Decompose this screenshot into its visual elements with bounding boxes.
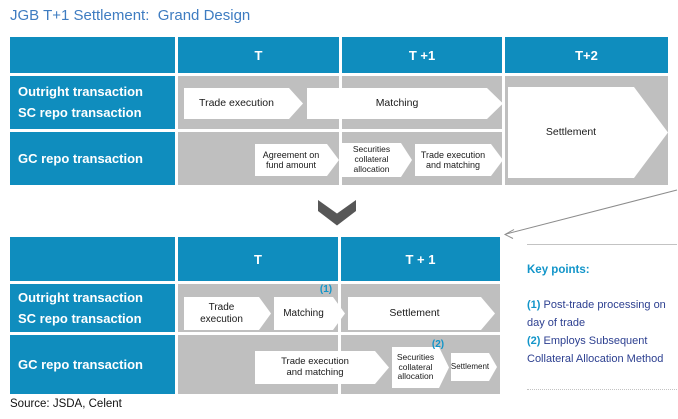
down-chevron-icon xyxy=(318,200,356,226)
before-arrow-matching: Matching xyxy=(307,88,503,119)
keypoints-top-divider xyxy=(527,244,677,245)
before-row-gc-label: GC repo transaction xyxy=(10,132,175,185)
after-header-t: T xyxy=(178,237,338,281)
before-row-gc-line1: GC repo transaction xyxy=(18,150,143,166)
after-row-gc-label: GC repo transaction xyxy=(10,335,175,394)
after-row-outright-line1: Outright transaction xyxy=(18,289,143,305)
before-arrow-securities-collateral-allocation: Securities collateral allocation xyxy=(342,143,412,177)
keypoint-item-1: (1) Post-trade processing on day of trad… xyxy=(527,296,677,332)
after-header-t1: T + 1 xyxy=(341,237,500,281)
before-header-t: T xyxy=(178,37,339,73)
before-header-t1: T +1 xyxy=(342,37,502,73)
before-header-label-cell xyxy=(10,37,175,73)
after-row-outright-label: Outright transaction SC repo transaction xyxy=(10,284,175,332)
before-row-outright-line1: Outright transaction xyxy=(18,84,143,100)
before-arrow-agreement-on-fund-amount: Agreement on fund amount xyxy=(255,144,339,176)
after-arrow-matching: Matching xyxy=(274,297,345,330)
keypoint-2-text: Employs Subsequent Collateral Allocation… xyxy=(527,335,664,365)
keypoints-body: (1) Post-trade processing on day of trad… xyxy=(527,296,677,368)
keypoint-2-number: (2) xyxy=(527,335,541,347)
keypoint-item-2: (2) Employs Subsequent Collateral Alloca… xyxy=(527,332,677,368)
keypoints-heading: Key points: xyxy=(527,264,590,276)
before-row-outright-label: Outright transaction SC repo transaction xyxy=(10,76,175,129)
after-arrow-settlement: Settlement xyxy=(348,297,495,330)
source-note: Source: JSDA, Celent xyxy=(10,398,122,410)
after-row-outright-line2: SC repo transaction xyxy=(18,310,142,326)
after-note-1: (1) xyxy=(319,284,333,295)
before-arrow-trade-execution-and-matching: Trade execution and matching xyxy=(415,144,503,176)
after-header-label-cell xyxy=(10,237,175,281)
after-arrow-settlement-small: Settlement xyxy=(451,353,497,381)
after-row-gc-line1: GC repo transaction xyxy=(18,356,143,372)
before-arrow-settlement: Settlement xyxy=(508,87,668,178)
after-note-2: (2) xyxy=(431,339,445,350)
after-arrow-trade-execution: Trade execution xyxy=(184,297,271,330)
keypoint-1-text: Post-trade processing on day of trade xyxy=(527,299,666,329)
keypoint-1-number: (1) xyxy=(527,299,541,311)
after-arrow-trade-execution-and-matching: Trade execution and matching xyxy=(255,351,389,384)
keypoints-bottom-divider xyxy=(527,389,677,390)
before-arrow-trade-execution: Trade execution xyxy=(184,88,303,119)
pointer-line xyxy=(505,189,678,235)
after-arrow-securities-collateral-allocation: Securities collateral allocation xyxy=(392,347,449,388)
before-row-outright-line2: SC repo transaction xyxy=(18,105,142,120)
before-header-t2: T+2 xyxy=(505,37,668,73)
pointer-arrowhead-icon xyxy=(503,229,515,239)
page-title: JGB T+1 Settlement: Grand Design xyxy=(10,7,251,24)
